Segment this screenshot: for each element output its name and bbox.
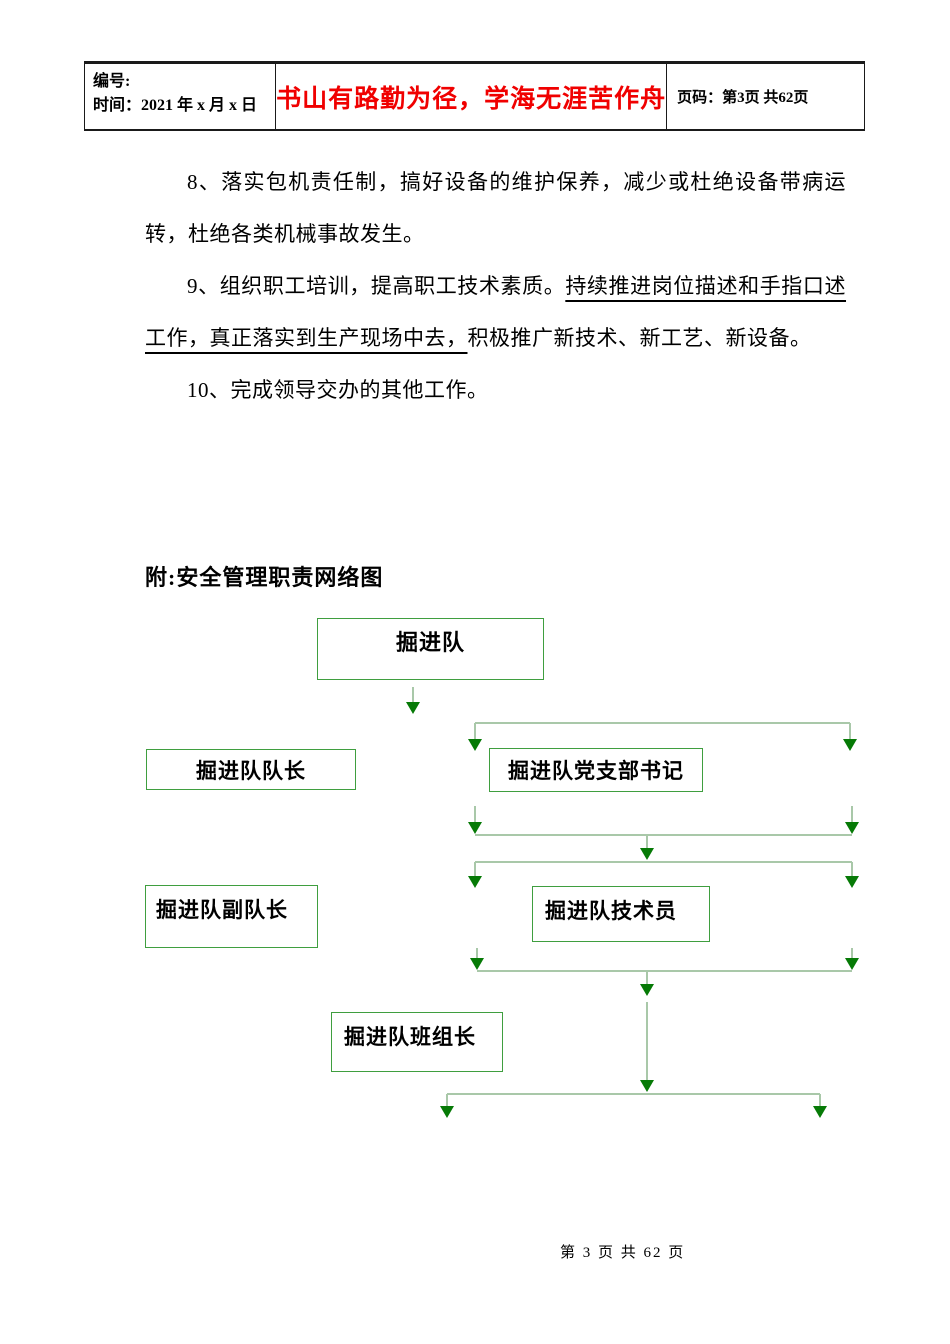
connector-bracket-row2: [468, 722, 857, 751]
header-number-label: 编号:: [93, 73, 131, 90]
connector-bracket-collect: [468, 806, 859, 860]
header-cell-motto: 书山有路勤为径，学海无涯苦作舟: [276, 64, 668, 129]
down-arrow-icon: [813, 1106, 827, 1118]
down-arrow-icon: [470, 958, 484, 970]
down-arrow-icon: [845, 958, 859, 970]
header-page-info-text: 页码：第3页 共62页: [677, 90, 809, 106]
down-arrow-icon: [468, 822, 482, 834]
body-text-block: 8、落实包机责任制，搞好设备的维护保养，减少或杜绝设备带病运转，杜绝各类机械事故…: [145, 156, 846, 416]
down-arrow-icon: [468, 739, 482, 751]
paragraph-8: 8、落实包机责任制，搞好设备的维护保养，减少或杜绝设备带病运转，杜绝各类机械事故…: [145, 170, 846, 246]
org-node-label: 掘进队队长: [196, 758, 306, 783]
org-node-team: 掘进队: [317, 618, 544, 680]
down-arrow-icon: [440, 1106, 454, 1118]
down-arrow-icon: [843, 739, 857, 751]
org-node-team-leader: 掘进队队长: [146, 749, 356, 790]
org-node-technician: 掘进队技术员: [532, 886, 710, 942]
down-arrow-icon: [845, 822, 859, 834]
header-cell-number-date: 编号: 时间：2021 年 x 月 x 日: [85, 64, 277, 129]
org-node-label: 掘进队副队长: [156, 898, 288, 922]
connector-team-down: [406, 687, 420, 714]
down-arrow-icon: [640, 984, 654, 996]
down-arrow-icon: [640, 848, 654, 860]
header-cell-page-info: 页码：第3页 共62页: [667, 64, 864, 129]
org-node-group-leader: 掘进队班组长: [331, 1012, 503, 1072]
paragraph-10: 10、完成领导交办的其他工作。: [187, 378, 489, 402]
org-node-label: 掘进队: [395, 630, 465, 655]
attachment-heading: 附:安全管理职责网络图: [145, 565, 384, 590]
org-node-label: 掘进队班组长: [344, 1025, 476, 1049]
down-arrow-icon: [845, 876, 859, 888]
connector-bracket-collect2: [470, 948, 859, 996]
org-node-party-secretary: 掘进队党支部书记: [489, 748, 703, 792]
down-arrow-icon: [406, 702, 420, 714]
paragraph-9: 9、组织职工培训，提高职工技术素质。持续推进岗位描述和手指口述工作，真正落实到生…: [145, 260, 846, 364]
org-node-label: 掘进队党支部书记: [508, 759, 684, 783]
header-date-label: 时间：2021 年 x 月 x 日: [93, 97, 258, 114]
org-node-deputy-leader: 掘进队副队长: [145, 885, 318, 948]
header-motto-text: 书山有路勤为径，学海无涯苦作舟: [276, 85, 667, 113]
down-arrow-icon: [640, 1080, 654, 1092]
header-table: 编号: 时间：2021 年 x 月 x 日 书山有路勤为径，学海无涯苦作舟 页码…: [84, 61, 865, 131]
connector-bracket-row3: [468, 861, 859, 888]
paragraph-9-part2: 积极推广新技术、新工艺、新设备。: [467, 326, 812, 350]
paragraph-9-part1: 9、组织职工培训，提高职工技术素质。: [187, 274, 566, 298]
down-arrow-icon: [468, 876, 482, 888]
org-node-label: 掘进队技术员: [545, 899, 677, 923]
paragraph-9-underlined: 持续推进岗位描述和手指口述工作，真正落实到生产现场中去，: [145, 274, 847, 350]
page-footer: 第 3 页 共 62 页: [560, 1245, 686, 1261]
